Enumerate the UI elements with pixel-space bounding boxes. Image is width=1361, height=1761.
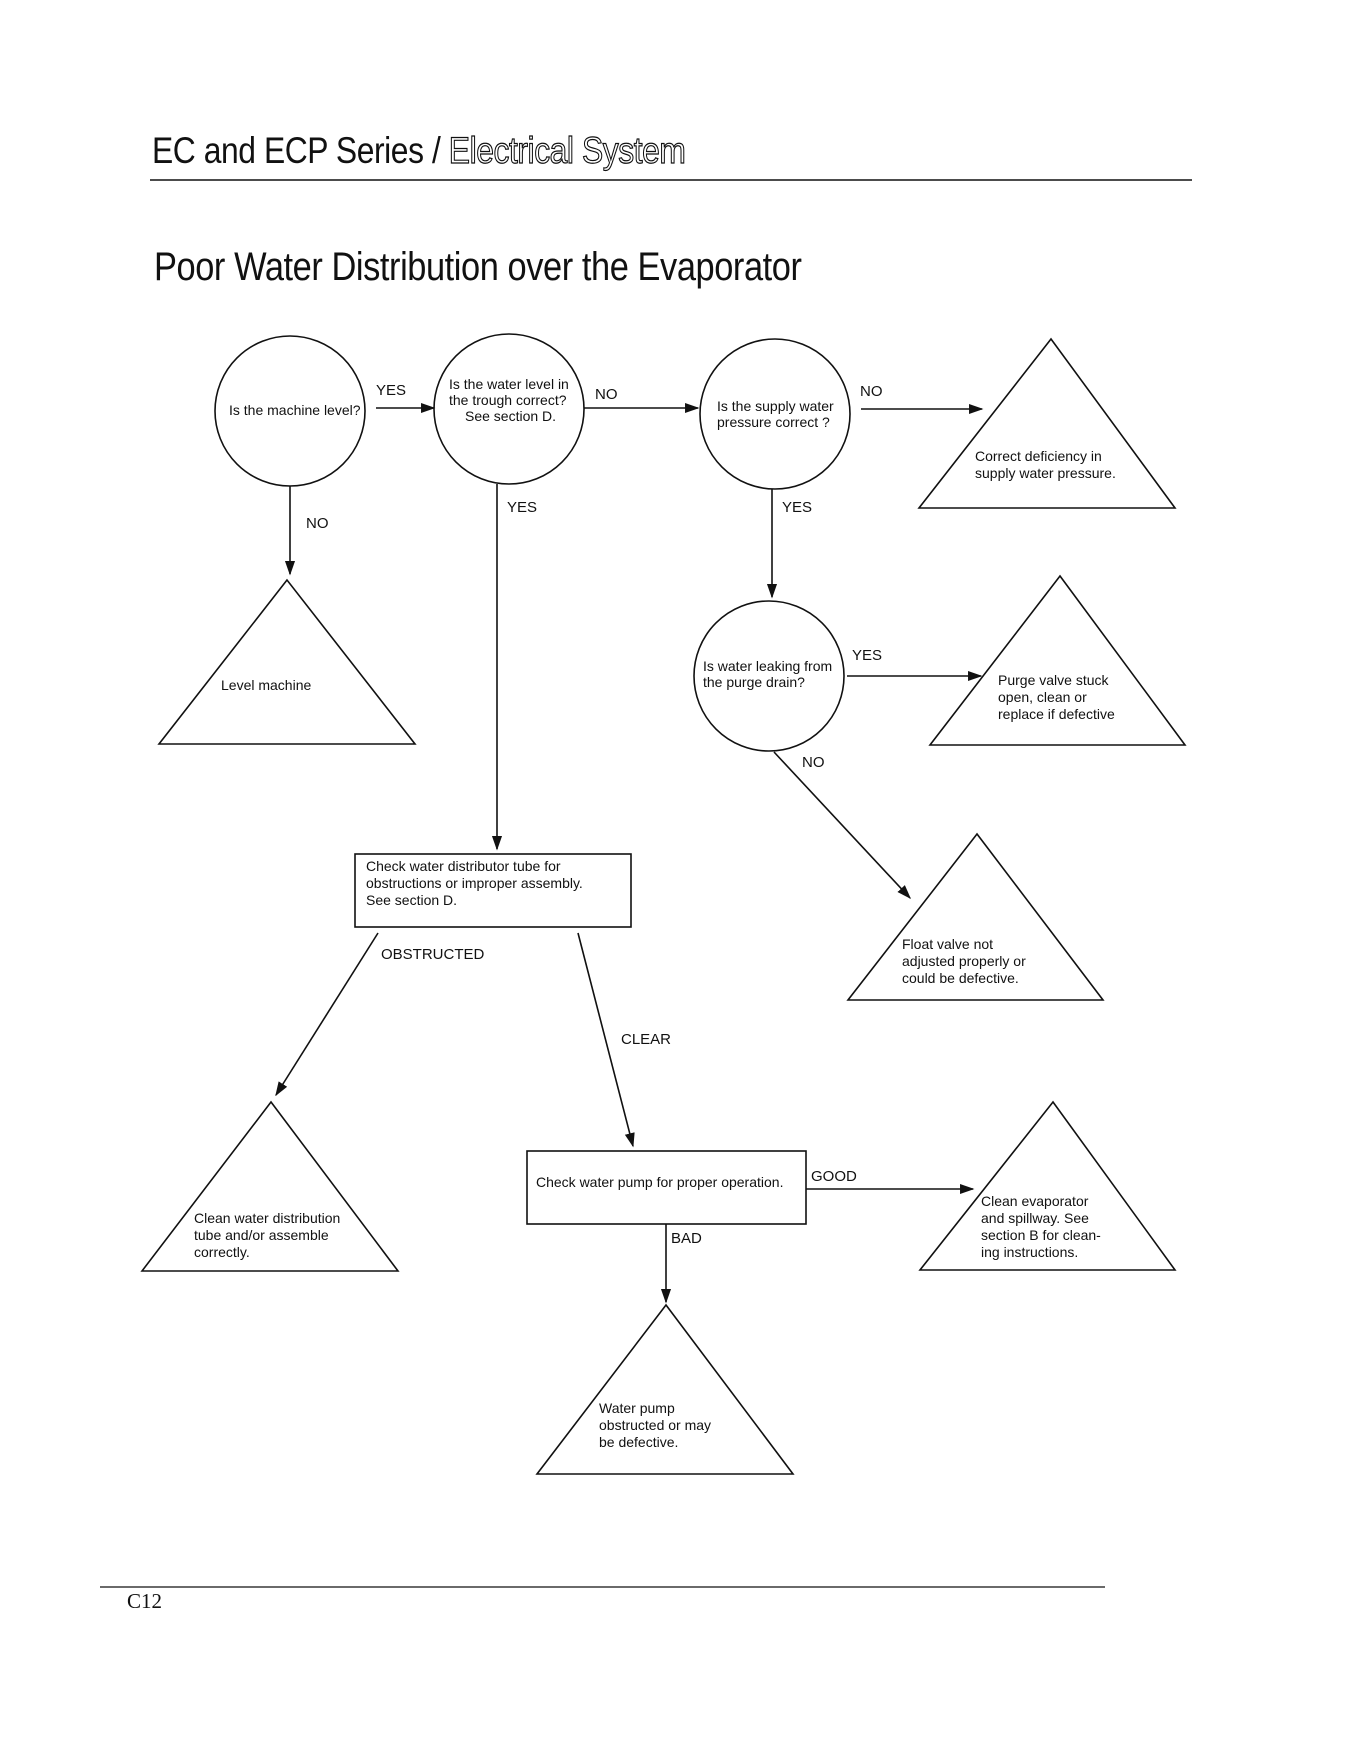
svg-text:and spillway. See: and spillway. See (981, 1210, 1089, 1226)
svg-text:correctly.: correctly. (194, 1244, 250, 1260)
svg-text:Float valve not: Float valve not (902, 936, 993, 952)
page-number: C12 (127, 1589, 163, 1613)
svg-text:See section D.: See section D. (366, 892, 457, 908)
decision-purge-drain-text: Is water leaking from the purge drain? (703, 658, 832, 690)
decision-trough-level-text: Is the water level in the trough correct… (449, 376, 569, 424)
svg-text:the purge drain?: the purge drain? (703, 674, 805, 690)
svg-text:adjusted properly or: adjusted properly or (902, 953, 1026, 969)
edge-clear (577, 932, 635, 1148)
label-pump-good: GOOD (811, 1168, 857, 1185)
header-series: EC and ECP Series / (152, 130, 449, 171)
label-clear: CLEAR (621, 1031, 671, 1048)
result-purge-valve-text: Purge valve stuck open, clean or replace… (998, 672, 1115, 722)
svg-text:Is the water level in: Is the water level in (449, 376, 569, 392)
svg-text:tube and/or assemble: tube and/or assemble (194, 1227, 329, 1243)
svg-text:replace if defective: replace if defective (998, 706, 1115, 722)
decision-machine-level-text: Is the machine level? (229, 402, 361, 418)
result-water-pump-text: Water pump obstructed or may be defectiv… (599, 1400, 711, 1450)
action-check-pump-text: Check water pump for proper operation. (536, 1174, 783, 1190)
label-supply-no: NO (860, 383, 883, 400)
svg-text:Correct deficiency in: Correct deficiency in (975, 448, 1102, 464)
svg-text:section B for clean-: section B for clean- (981, 1227, 1101, 1243)
result-clean-evaporator-text: Clean evaporator and spillway. See secti… (981, 1193, 1101, 1260)
result-level-machine (157, 578, 417, 745)
page-title: Poor Water Distribution over the Evapora… (154, 245, 802, 289)
svg-text:Is the supply water: Is the supply water (717, 398, 834, 414)
svg-text:ing instructions.: ing instructions. (981, 1244, 1078, 1260)
svg-text:See section D.: See section D. (465, 408, 556, 424)
label-trough-yes: YES (507, 499, 537, 516)
action-check-distributor-text: Check water distributor tube for obstruc… (366, 858, 583, 908)
result-clean-evaporator (918, 1100, 1177, 1271)
label-purge-no: NO (802, 754, 825, 771)
page-header: EC and ECP Series / Electrical System (152, 129, 686, 172)
result-clean-tube-text: Clean water distribution tube and/or ass… (194, 1210, 340, 1260)
svg-text:Purge valve stuck: Purge valve stuck (998, 672, 1109, 688)
header-section: Electrical System (448, 129, 686, 171)
label-purge-yes: YES (852, 647, 882, 664)
result-clean-tube (140, 1100, 400, 1272)
label-trough-no: NO (595, 386, 618, 403)
label-level-no: NO (306, 515, 329, 532)
result-level-machine-text: Level machine (221, 677, 311, 693)
result-supply-pressure (917, 337, 1177, 509)
svg-text:pressure correct ?: pressure correct ? (717, 414, 830, 430)
edge-purge-no (773, 751, 911, 900)
label-level-yes: YES (376, 382, 406, 399)
decision-supply-pressure-text: Is the supply water pressure correct ? (717, 398, 834, 430)
svg-text:the trough correct?: the trough correct? (449, 392, 567, 408)
decision-supply-pressure (699, 338, 851, 490)
svg-text:could be defective.: could be defective. (902, 970, 1019, 986)
svg-text:open, clean or: open, clean or (998, 689, 1087, 705)
svg-text:Water pump: Water pump (599, 1400, 675, 1416)
svg-text:be defective.: be defective. (599, 1434, 678, 1450)
svg-text:obstructed or may: obstructed or may (599, 1417, 711, 1433)
svg-text:Check water distributor tube f: Check water distributor tube for (366, 858, 561, 874)
edge-obstructed (275, 932, 379, 1097)
label-supply-yes: YES (782, 499, 812, 516)
result-float-valve (846, 832, 1105, 1001)
decision-purge-drain (693, 600, 845, 752)
result-float-valve-text: Float valve not adjusted properly or cou… (902, 936, 1026, 986)
label-obstructed: OBSTRUCTED (381, 946, 485, 963)
svg-text:Clean evaporator: Clean evaporator (981, 1193, 1089, 1209)
svg-text:Is water leaking from: Is water leaking from (703, 658, 832, 674)
svg-text:obstructions or improper assem: obstructions or improper assembly. (366, 875, 583, 891)
label-pump-bad: BAD (671, 1230, 702, 1247)
result-water-pump (535, 1303, 795, 1475)
svg-text:supply water pressure.: supply water pressure. (975, 465, 1116, 481)
result-supply-pressure-text: Correct deficiency in supply water press… (975, 448, 1116, 481)
action-check-distributor (354, 853, 632, 928)
result-purge-valve (928, 574, 1187, 746)
svg-text:Clean water distribution: Clean water distribution (194, 1210, 340, 1226)
